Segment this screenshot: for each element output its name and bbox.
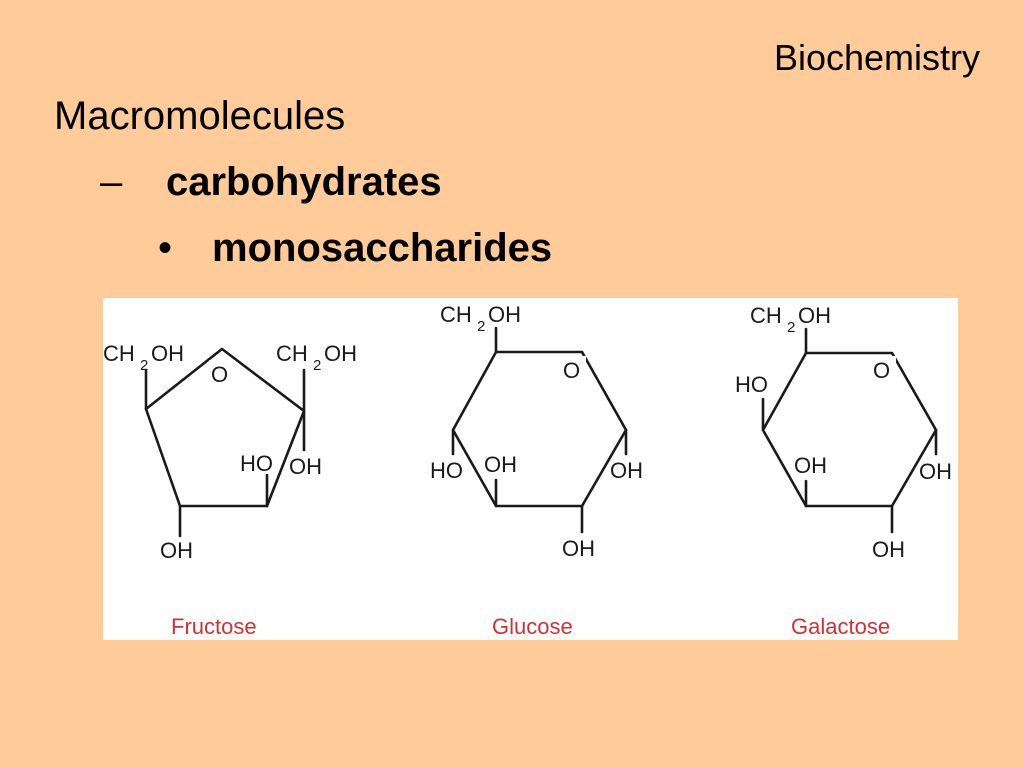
- outline-level-1: Macromolecules: [54, 94, 346, 138]
- fructose-ho: HO: [240, 451, 273, 476]
- galactose-ring-o-mask: [870, 356, 896, 384]
- glucose-ho-left: HO: [430, 458, 463, 483]
- glucose-ring-o-mask: [560, 356, 586, 384]
- fructose-oh-bottom: OH: [160, 538, 193, 563]
- galactose-name: Galactose: [791, 614, 890, 639]
- glucose-oh-bottom: OH: [562, 536, 595, 561]
- fructose-name: Fructose: [171, 614, 257, 639]
- galactose-ch2-oh: OH: [798, 303, 831, 328]
- galactose-ho-top: HO: [735, 372, 768, 397]
- fructose-ring: [144, 347, 306, 508]
- fructose-oh-right: OH: [289, 454, 322, 479]
- fructose-ch-left: CH: [103, 341, 135, 366]
- glucose-ch: CH: [440, 302, 472, 327]
- glucose-structure: O CH 2 OH HO OH OH OH Glucose: [430, 302, 643, 639]
- fructose-oh-left: OH: [151, 341, 184, 366]
- glucose-oh-inner: OH: [484, 452, 517, 477]
- fructose-ring-o-mask: [209, 360, 235, 386]
- galactose-ring: [761, 351, 938, 508]
- galactose-oh-inner: OH: [794, 453, 827, 478]
- glucose-ring-oxygen: O: [563, 358, 580, 383]
- monosaccharide-figure: O CH 2 OH CH 2 OH HO OH OH Fructose O CH…: [103, 298, 958, 640]
- fructose-sub-right: 2: [313, 357, 321, 374]
- galactose-sub: 2: [787, 319, 795, 336]
- slide-header: Biochemistry: [773, 37, 980, 78]
- glucose-sub: 2: [477, 318, 485, 335]
- fructose-ring-oxygen: O: [211, 362, 228, 387]
- dot-bullet: •: [158, 226, 173, 270]
- outline-level-3-text: monosaccharides: [212, 226, 553, 270]
- outline-level-2-text: carbohydrates: [166, 160, 442, 204]
- glucose-name: Glucose: [492, 614, 573, 639]
- fructose-structure: O CH 2 OH CH 2 OH HO OH OH Fructose: [103, 341, 357, 639]
- outline-level-2: –carbohydrates: [100, 162, 442, 202]
- structures-diagram: O CH 2 OH CH 2 OH HO OH OH Fructose O CH…: [103, 302, 952, 639]
- dash-bullet: –: [100, 160, 123, 204]
- galactose-structure: O CH 2 OH HO OH OH OH Galactose: [735, 303, 952, 639]
- fructose-oh-right-top: OH: [324, 341, 357, 366]
- fructose-sub-left: 2: [140, 357, 148, 374]
- glucose-ring: [451, 350, 628, 508]
- galactose-oh-bottom: OH: [872, 537, 905, 562]
- galactose-ch: CH: [750, 303, 782, 328]
- glucose-oh-right: OH: [610, 458, 643, 483]
- fructose-ch-right: CH: [276, 341, 308, 366]
- glucose-ch2-oh: OH: [488, 302, 521, 327]
- outline-level-3: • monosaccharides: [158, 228, 552, 268]
- galactose-oh-right: OH: [919, 459, 952, 484]
- galactose-ring-oxygen: O: [873, 358, 890, 383]
